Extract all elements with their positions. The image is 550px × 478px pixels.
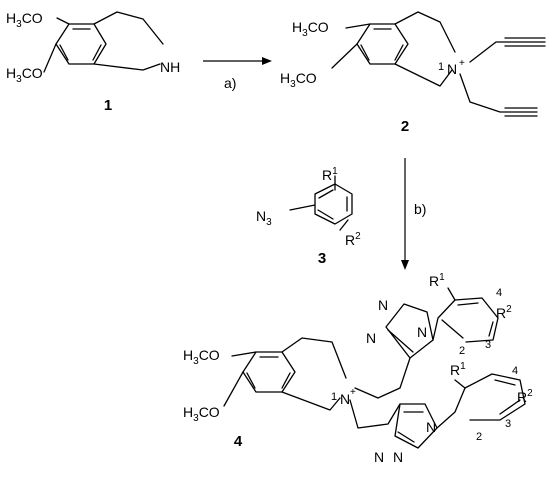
compound-3-structure: N3 R1 R2 — [256, 166, 361, 248]
compound-4-number: 4 — [234, 433, 243, 450]
triazole-n-label: N — [417, 324, 427, 340]
methoxy-label: H3CO — [183, 347, 220, 367]
ammonium-n-label: N — [340, 391, 350, 407]
methoxy-label: H3CO — [6, 65, 43, 85]
position-2-label: 2 — [459, 345, 465, 357]
position-4-label: 4 — [496, 287, 502, 299]
compound-4-structure: H3CO H3CO 1 N + N N N R1 R2 4 3 2 N N N … — [183, 272, 533, 465]
compound-2-number: 2 — [401, 118, 409, 135]
triazole-n-label: N — [378, 297, 388, 313]
position-3-label: 3 — [485, 339, 491, 351]
compound-1-structure: H3CO H3CO NH — [6, 10, 180, 85]
methoxy-label: H3CO — [280, 70, 317, 90]
substituent-r1-label: R1 — [429, 272, 445, 289]
reaction-arrow-b — [401, 158, 409, 270]
position-3-label: 3 — [505, 418, 511, 430]
substituent-r1-label: R1 — [450, 361, 466, 378]
compound-1-number: 1 — [104, 97, 112, 114]
triazole-n-label: N — [366, 330, 376, 346]
position-1-label: 1 — [438, 61, 444, 73]
azide-label: N3 — [256, 208, 272, 228]
triazole-n-label: N — [426, 419, 436, 435]
triazole-n-label: N — [374, 449, 384, 465]
amine-label: NH — [160, 59, 180, 75]
compound-2-structure: H3CO H3CO 1 N + — [280, 11, 546, 117]
position-4-label: 4 — [512, 365, 518, 377]
step-label-b: b) — [414, 201, 426, 217]
methoxy-label: H3CO — [183, 404, 220, 424]
position-1-label: 1 — [331, 391, 337, 403]
methoxy-label: H3CO — [292, 19, 329, 39]
substituent-r1-label: R1 — [322, 166, 338, 183]
substituent-r2-label: R2 — [345, 231, 361, 248]
methoxy-label: H3CO — [6, 10, 43, 30]
charge-label: + — [459, 58, 465, 69]
substituent-r2-label: R2 — [517, 388, 533, 405]
step-label-a: a) — [224, 75, 236, 91]
charge-label: + — [350, 387, 356, 398]
compound-3-number: 3 — [318, 250, 326, 267]
position-2-label: 2 — [476, 431, 482, 443]
ammonium-n-label: N — [447, 61, 457, 77]
substituent-r2-label: R2 — [496, 304, 512, 321]
triazole-n-label: N — [393, 449, 403, 465]
reaction-arrow-a — [203, 57, 272, 65]
